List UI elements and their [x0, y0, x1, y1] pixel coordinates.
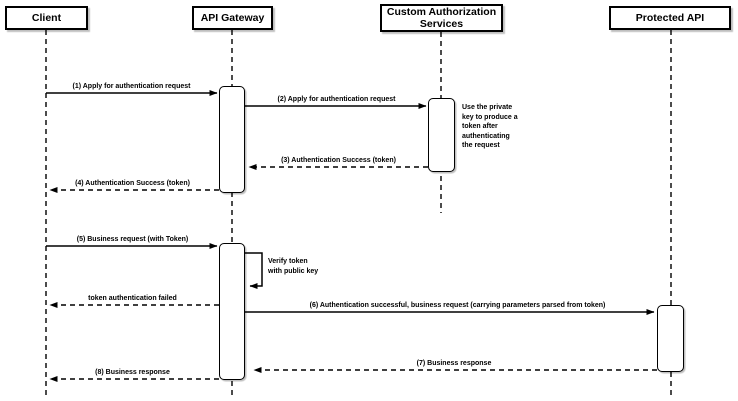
- message-label-8: (8) Business response: [95, 369, 170, 376]
- actor-protected-api: Protected API: [609, 6, 731, 30]
- message-label-6: (6) Authentication successful, business …: [309, 302, 606, 309]
- note-private-key: Use the private key to produce a token a…: [462, 104, 518, 150]
- actor-api-gateway-label: API Gateway: [200, 12, 265, 24]
- message-label-2: (2) Apply for authentication request: [277, 96, 396, 103]
- activation-api-gateway-2: [219, 243, 245, 380]
- arrow-self-message-verify-token: [245, 252, 263, 289]
- message-label-token-failed: token authentication failed: [88, 295, 177, 302]
- message-label-5: (5) Business request (with Token): [76, 236, 189, 243]
- self-message-label-verify-token: Verify token with public key: [268, 258, 319, 275]
- actor-custom-authorization-services: Custom Authorization Services: [380, 4, 503, 32]
- message-label-1: (1) Apply for authentication request: [72, 83, 191, 90]
- message-label-7: (7) Business response: [416, 360, 492, 367]
- message-label-3: (3) Authentication Success (token): [281, 157, 396, 164]
- actor-custom-authorization-services-label: Custom Authorization Services: [386, 6, 497, 30]
- activation-custom-authorization-services: [428, 98, 455, 172]
- actor-api-gateway: API Gateway: [192, 6, 273, 30]
- message-label-4: (4) Authentication Success (token): [75, 180, 190, 187]
- actor-client-label: Client: [31, 12, 62, 24]
- activation-api-gateway-1: [219, 86, 245, 193]
- activation-protected-api: [657, 305, 684, 372]
- actor-protected-api-label: Protected API: [635, 12, 705, 24]
- actor-client: Client: [5, 6, 88, 30]
